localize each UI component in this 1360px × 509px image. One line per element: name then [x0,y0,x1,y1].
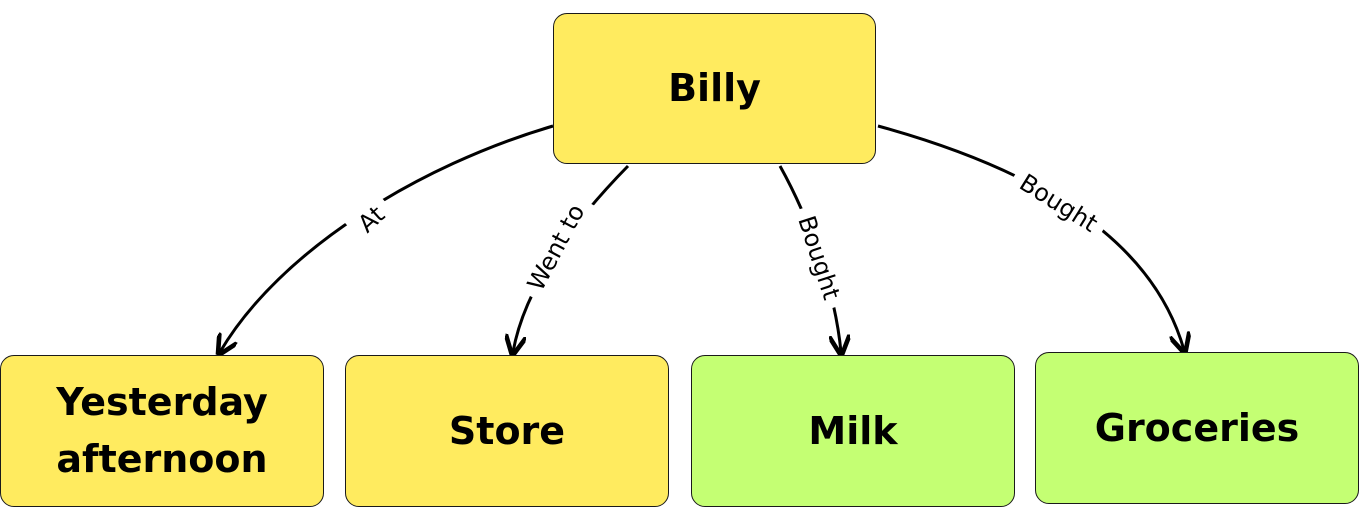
edge-arrow-at [220,124,554,352]
node-groceries-label: Groceries [1094,405,1300,450]
node-billy-label: Billy [668,66,761,110]
edge-billy-milk: Bought [778,165,850,352]
node-store: Store [345,355,669,507]
edge-arrow-bought-groceries [877,124,1184,350]
node-store-label: Store [448,408,566,453]
node-milk-label: Milk [808,408,898,453]
node-groceries: Groceries [1035,352,1359,504]
edge-label-bought-milk: Bought [792,212,845,303]
node-yesterday-afternoon-label: Yesterday afternoon [56,380,268,481]
node-billy: Billy [553,13,876,164]
edge-label-bought-groceries: Bought [1015,168,1103,237]
edge-billy-groceries: Bought [877,124,1184,350]
node-yesterday-afternoon: Yesterday afternoon [0,355,324,507]
edge-billy-yesterday: At [220,124,554,352]
node-milk: Milk [691,355,1015,507]
edge-billy-store: Went to [513,164,630,352]
